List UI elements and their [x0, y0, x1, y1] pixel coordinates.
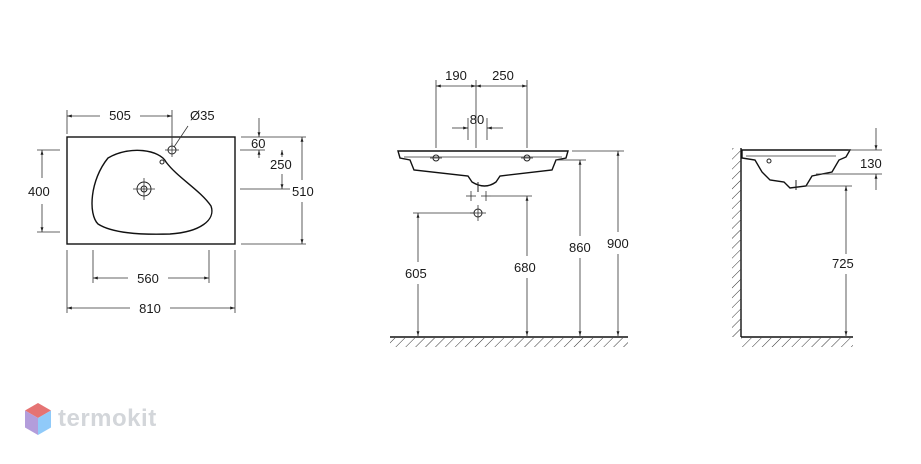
dim-tap-offset: 505 [109, 108, 131, 123]
front-view: 190 250 80 605 680 860 90 [390, 68, 629, 347]
dim-basin-height: 860 [569, 240, 591, 255]
dim-waste-height-2: 680 [514, 260, 536, 275]
top-view: 505 Ø35 400 60 250 510 560 810 [28, 108, 314, 316]
dim-tap-to-drain: 250 [270, 157, 292, 172]
watermark-logo: termokit [24, 400, 157, 438]
dim-right-offset: 250 [492, 68, 514, 83]
basin-front-outline [397, 150, 569, 187]
basin-top-outline [66, 136, 236, 245]
dim-rim-height: 130 [860, 156, 882, 171]
dim-waste-height: 605 [405, 266, 427, 281]
bowl-outline [91, 149, 213, 235]
dim-tap-depth: 60 [251, 136, 265, 151]
dim-tap-hole: Ø35 [190, 108, 215, 123]
floor-hatch-side [741, 338, 853, 347]
dim-total-width: 810 [139, 301, 161, 316]
dim-total-depth: 510 [292, 184, 314, 199]
dim-bowl-width: 560 [137, 271, 159, 286]
dim-bowl-depth: 400 [28, 184, 50, 199]
dim-left-offset: 190 [445, 68, 467, 83]
watermark-text: termokit [58, 405, 157, 432]
basin-side-outline [741, 149, 852, 189]
dim-total-height: 900 [607, 236, 629, 251]
floor-hatch [390, 338, 628, 347]
dim-center-gap: 80 [470, 112, 484, 127]
cube-icon [25, 403, 51, 435]
overflow-circle [159, 159, 165, 165]
side-view: 130 725 [732, 128, 882, 347]
dim-bottom-height: 725 [832, 256, 854, 271]
wall-hatch [732, 148, 741, 337]
